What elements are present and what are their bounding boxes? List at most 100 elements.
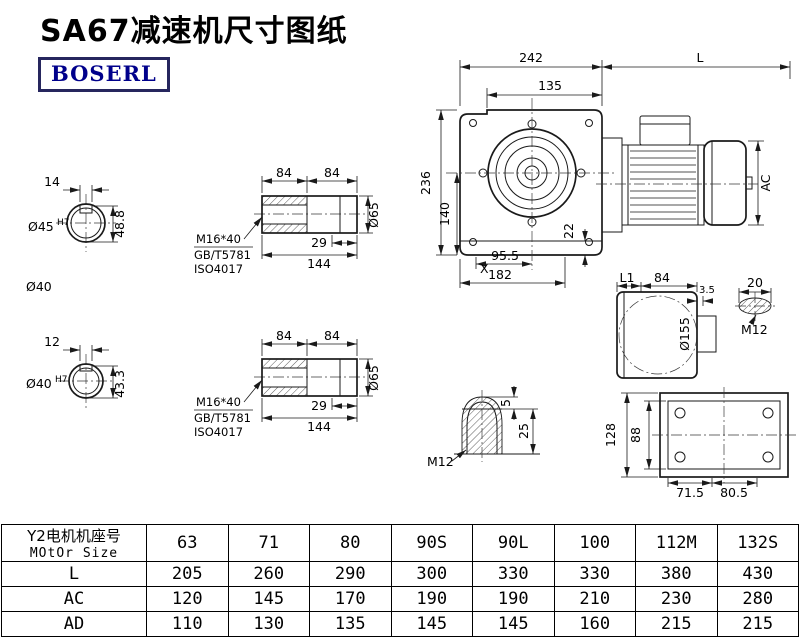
bolt-callout: M16*40 [196, 395, 241, 409]
dim-key-depth-2: 43.3 [112, 370, 127, 398]
view-shaft-side-2: 84 84 29 144 Ø65 M16*40 GB/T5781 ISO4017 [194, 328, 381, 439]
dim-seg-b: 84 [324, 328, 340, 343]
dim-cell: 330 [472, 561, 555, 587]
shaft-body [261, 195, 358, 234]
dim-housing-length: 242 [519, 50, 543, 65]
dim-motor-length: L [697, 50, 704, 65]
dim-cell: 170 [309, 586, 392, 612]
dim-bore-tol-1: H7 [57, 218, 70, 228]
table-row-L: L 205 260 290 300 330 330 380 430 [1, 561, 799, 587]
dim-cell: 190 [390, 586, 473, 612]
size-col-header: 132S [716, 524, 799, 562]
row-label: AD [1, 611, 147, 637]
row-label: AC [1, 586, 147, 612]
motor-flange [601, 137, 623, 233]
dim-cell: 260 [227, 561, 310, 587]
table-header-row: Y2电机机座号 MOtOr Size 63 71 80 90S 90L 100 … [1, 524, 799, 562]
table-row-AC: AC 120 145 170 190 190 210 230 280 [1, 586, 799, 612]
dim-flange-dia: Ø155 [677, 317, 692, 351]
dim-center-height: 140 [437, 202, 452, 226]
dim-cell: 120 [146, 586, 229, 612]
size-col-header: 112M [635, 524, 718, 562]
dim-cell: 145 [472, 611, 555, 637]
motor-size-label-en: MOtOr Size [29, 546, 119, 561]
dim-depth: 128 [603, 423, 618, 447]
std-gb-callout: GB/T5781 [194, 411, 251, 425]
view-side: L1 84 3.5 20 Ø155 M12 [616, 270, 775, 379]
view-bottom: 128 88 71.5 80.5 [603, 387, 796, 500]
dim-bore-tol-2: H7 [55, 375, 68, 385]
dim-cell: 205 [146, 561, 229, 587]
output-boss [696, 315, 717, 353]
std-gb-callout: GB/T5781 [194, 248, 251, 262]
dim-cell: 330 [553, 561, 636, 587]
dim-foot-height: 22 [561, 223, 576, 239]
dim-key-width-1: 14 [44, 174, 60, 189]
dim-center-offset: 95.5 [491, 248, 519, 263]
shaft-bore-outer [68, 363, 104, 399]
dim-cell: 135 [309, 611, 392, 637]
dim-motor-dia: AC [758, 174, 773, 191]
dim-flange-length: 135 [538, 78, 562, 93]
dim-shaft-dia-note: Ø40 [26, 279, 52, 294]
brand-logo: BOSERL [38, 57, 170, 93]
dim-cell: 430 [716, 561, 799, 587]
thread-callout: M12 [427, 454, 454, 469]
dim-seg-a: 84 [276, 165, 292, 180]
std-iso-callout: ISO4017 [194, 425, 243, 439]
dim-side-width: 84 [654, 270, 670, 285]
dim-base-length: 182 [488, 267, 512, 282]
dim-offset: 3.5 [699, 285, 715, 296]
size-col-header: 63 [146, 524, 229, 562]
dimension-table: Y2电机机座号 MOtOr Size 63 71 80 90S 90L 100 … [1, 524, 799, 637]
motor-size-header: Y2电机机座号 MOtOr Size [1, 524, 147, 562]
dim-key-height: 5 [498, 399, 513, 407]
row-label: L [1, 561, 147, 587]
motor-body [621, 144, 705, 226]
size-col-header: 90S [390, 524, 473, 562]
dim-seg-b: 84 [324, 165, 340, 180]
dim-foot-a: 71.5 [676, 485, 704, 500]
dim-cell: 300 [390, 561, 473, 587]
ref-mark-x: X [480, 261, 489, 276]
size-col-header: 80 [309, 524, 392, 562]
dim-slot-length: 20 [747, 275, 763, 290]
dim-cell: 145 [227, 586, 310, 612]
size-col-header: 90L [472, 524, 555, 562]
page-title: SA67减速机尺寸图纸 [40, 14, 348, 49]
keyway-slot [79, 206, 93, 214]
size-col-header: 100 [553, 524, 636, 562]
dim-l1: L1 [620, 270, 635, 285]
dim-cell: 380 [635, 561, 718, 587]
view-key: 5 25 M12 [427, 386, 540, 469]
dim-seg-a: 84 [276, 328, 292, 343]
thread-callout: M12 [741, 322, 768, 337]
dim-dia: Ø65 [366, 202, 381, 228]
dim-inner-depth: 88 [628, 427, 643, 443]
dim-cell: 280 [716, 586, 799, 612]
shaft-bore-outer [66, 203, 106, 243]
dim-step: 29 [311, 398, 327, 413]
dim-cell: 130 [227, 611, 310, 637]
gear-housing-outline [459, 109, 603, 256]
dim-key-width-2: 12 [44, 334, 60, 349]
dim-bore-dia-2: Ø40 [26, 376, 52, 391]
output-flange-circle [487, 128, 577, 218]
dim-step: 29 [311, 235, 327, 250]
dim-cell: 210 [553, 586, 636, 612]
view-shaft-side-1: 84 84 29 144 Ø65 M16*40 GB/T5781 ISO4017 [194, 165, 381, 276]
dim-cell: 145 [390, 611, 473, 637]
dim-cell: 110 [146, 611, 229, 637]
dim-cell: 290 [309, 561, 392, 587]
size-col-header: 71 [227, 524, 310, 562]
dim-total: 144 [307, 419, 331, 434]
dim-bore-dia-1: Ø45 [28, 219, 54, 234]
dim-cell: 215 [635, 611, 718, 637]
view-main: 242 L 135 236 140 22 AC 95.5 182 X [418, 50, 791, 288]
dim-key-depth-1: 48.8 [112, 210, 127, 238]
std-iso-callout: ISO4017 [194, 262, 243, 276]
motor-size-label-cn: Y2电机机座号 [27, 527, 121, 545]
dim-total: 144 [307, 256, 331, 271]
view-shaft-end-2: 12 Ø40 H7 43.3 [26, 334, 127, 408]
motor-cooling-fins [630, 150, 696, 220]
